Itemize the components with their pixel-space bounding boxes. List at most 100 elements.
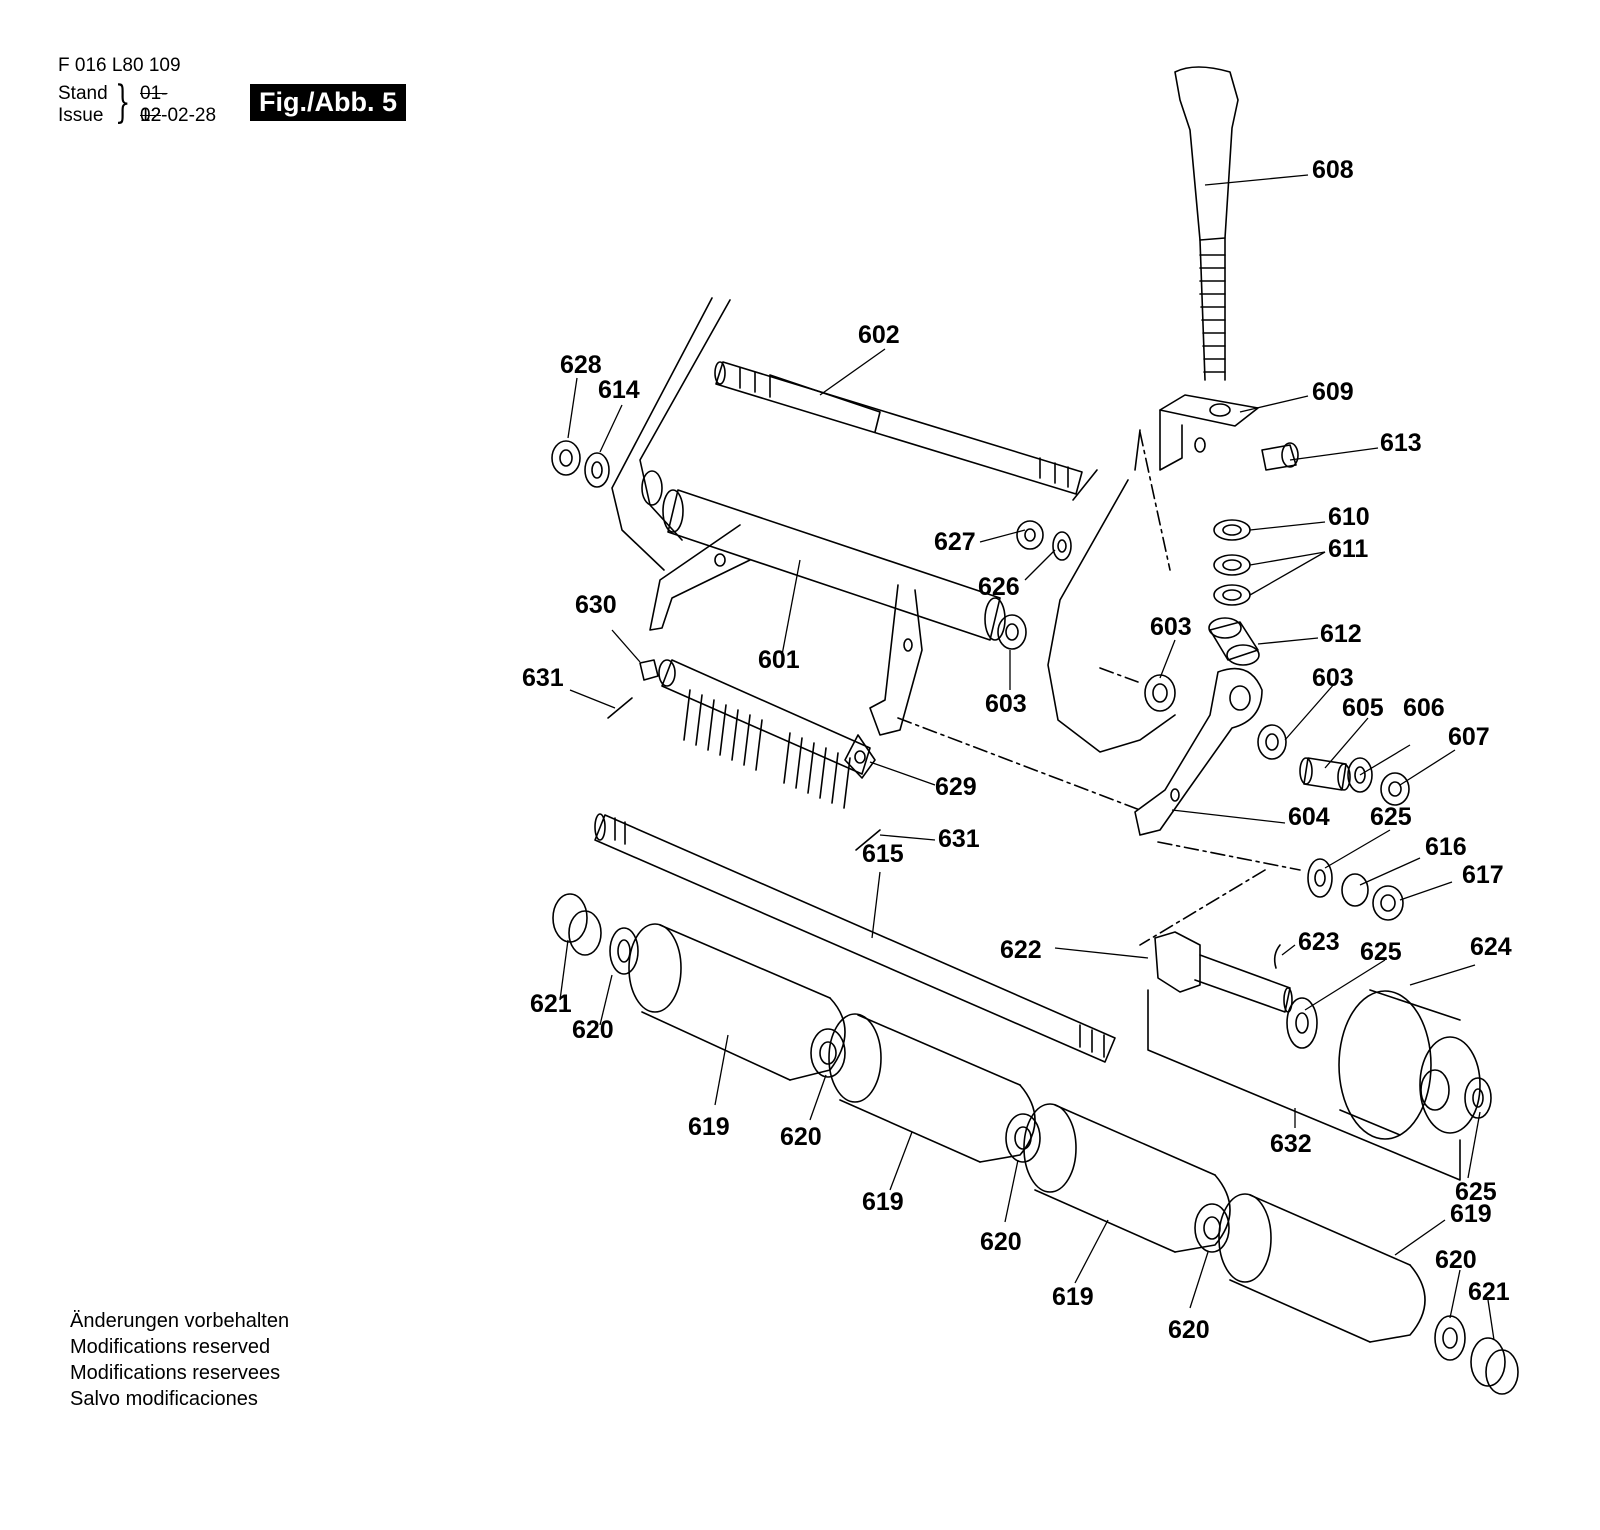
nut-607 [1380, 772, 1410, 806]
washer-606 [1347, 757, 1373, 793]
axle-bolt-622 [1154, 931, 1293, 1013]
label-611: 611 [1328, 535, 1368, 563]
spring-pin-631 [607, 697, 881, 851]
label-622: 622 [1000, 936, 1042, 964]
nut-617 [1372, 885, 1404, 921]
nut-628 [551, 440, 581, 476]
note-spanish: Salvo modificaciones [70, 1388, 258, 1410]
bracket-609 [1159, 394, 1259, 471]
label-629: 629 [935, 773, 977, 801]
label-621-right: 621 [1468, 1278, 1510, 1306]
part-labels: 608 609 613 610 611 612 603 605 606 607 … [522, 156, 1512, 1344]
collar-621-right [1470, 1337, 1519, 1395]
bushing-603-left [997, 614, 1027, 650]
label-603-middle: 603 [1150, 613, 1192, 641]
washer-625-right [1464, 1077, 1492, 1119]
issue-date: 02-02-28 [140, 105, 217, 126]
roller-619-1 [628, 923, 846, 1081]
rear-roller-624 [1338, 989, 1481, 1140]
scarifier-rake-629 [658, 659, 876, 809]
brace-glyph: } [115, 77, 131, 128]
washers-610-611 [1213, 519, 1251, 606]
washer-620-right [1434, 1315, 1466, 1361]
label-625-middle: 625 [1360, 938, 1402, 966]
note-french: Modifications reservees [70, 1362, 281, 1384]
label-616: 616 [1425, 833, 1467, 861]
roller-619-4 [1218, 1193, 1426, 1343]
stand-label: Stand [58, 83, 108, 104]
label-617: 617 [1462, 861, 1504, 889]
roller-619-3 [1023, 1103, 1231, 1253]
part-drawings [551, 66, 1519, 1395]
note-english: Modifications reserved [70, 1336, 271, 1358]
washer-626 [1052, 531, 1072, 561]
bushing-612 [1208, 617, 1260, 666]
label-620-b: 620 [980, 1228, 1022, 1256]
label-619-1: 619 [688, 1113, 730, 1141]
label-602: 602 [858, 321, 900, 349]
bushing-603-right [1257, 724, 1287, 760]
roller-619-2 [828, 1013, 1036, 1163]
label-607: 607 [1448, 723, 1490, 751]
lever-604 [1134, 667, 1263, 836]
label-620-a: 620 [780, 1123, 822, 1151]
label-603-right: 603 [1312, 664, 1354, 692]
label-619-4: 619 [1450, 1200, 1492, 1228]
note-german: Änderungen vorbehalten [70, 1310, 290, 1332]
label-610: 610 [1328, 503, 1370, 531]
label-632: 632 [1270, 1130, 1312, 1158]
label-614: 614 [598, 376, 640, 404]
height-adjuster-601 [641, 470, 1006, 736]
issue-label: Issue [58, 105, 104, 126]
label-619-3: 619 [1052, 1283, 1094, 1311]
label-608: 608 [1312, 156, 1354, 184]
label-615: 615 [862, 840, 904, 868]
label-627: 627 [934, 528, 976, 556]
label-604: 604 [1288, 803, 1330, 831]
label-620-left: 620 [572, 1016, 614, 1044]
label-621-left: 621 [530, 990, 572, 1018]
figure-label: Fig./Abb. 5 [250, 84, 406, 121]
assembly-bracket-632 [1147, 989, 1461, 1181]
label-605: 605 [1342, 694, 1384, 722]
washer-625-middle [1286, 997, 1318, 1049]
washer-614 [584, 452, 610, 488]
mower-frame [611, 297, 1176, 753]
cotter-pin-623 [1273, 944, 1281, 969]
label-620-c: 620 [1168, 1316, 1210, 1344]
label-631-right: 631 [938, 825, 980, 853]
shaft-602 [714, 361, 1083, 495]
label-628: 628 [560, 351, 602, 379]
label-620-right: 620 [1435, 1246, 1477, 1274]
assembly-lines [897, 431, 1301, 946]
label-625-top: 625 [1370, 803, 1412, 831]
handle-608 [1174, 66, 1239, 381]
bushing-603-middle [1144, 674, 1176, 712]
label-630: 630 [575, 591, 617, 619]
label-631-left: 631 [522, 664, 564, 692]
stand-old-date: 01-12 [140, 83, 168, 126]
collar-621-left [552, 893, 602, 956]
spring-washer-616 [1341, 873, 1369, 907]
label-612: 612 [1320, 620, 1362, 648]
bolt-613 [1261, 442, 1299, 471]
label-623: 623 [1298, 928, 1340, 956]
label-613: 613 [1380, 429, 1422, 457]
axle-615 [594, 813, 1116, 1063]
leader-lines [559, 174, 1495, 1341]
label-609: 609 [1312, 378, 1354, 406]
label-619-2: 619 [862, 1188, 904, 1216]
label-606: 606 [1403, 694, 1445, 722]
washer-620-b [1005, 1113, 1041, 1163]
spacer-627 [1016, 520, 1044, 550]
sleeve-605 [1299, 757, 1351, 791]
label-626: 626 [978, 573, 1020, 601]
washer-620-a [810, 1028, 846, 1078]
label-624: 624 [1470, 933, 1512, 961]
document-number: F 016 L80 109 [58, 55, 181, 76]
screw-630 [639, 659, 659, 681]
washer-620-left [609, 927, 639, 975]
label-603-left: 603 [985, 690, 1027, 718]
label-625-right: 625 [1455, 1178, 1497, 1206]
